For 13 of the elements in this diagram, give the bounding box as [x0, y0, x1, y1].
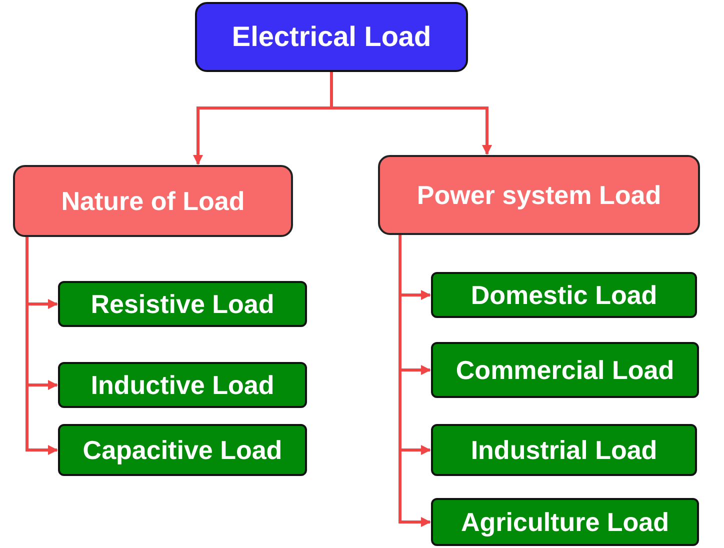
load-box: Capacitive Load [58, 424, 307, 476]
load-box: Inductive Load [58, 362, 307, 408]
load-box: Industrial Load [431, 424, 697, 476]
arrow [398, 235, 431, 527]
arrow [26, 237, 58, 455]
category-box: Power system Load [378, 155, 700, 235]
arrow [330, 72, 492, 155]
category-box: Electrical Load [195, 2, 468, 72]
category-box: Nature of Load [13, 165, 293, 237]
load-box: Domestic Load [431, 272, 697, 318]
load-box: Agriculture Load [431, 498, 699, 546]
load-box: Resistive Load [58, 281, 307, 327]
load-box: Commercial Load [431, 342, 699, 398]
